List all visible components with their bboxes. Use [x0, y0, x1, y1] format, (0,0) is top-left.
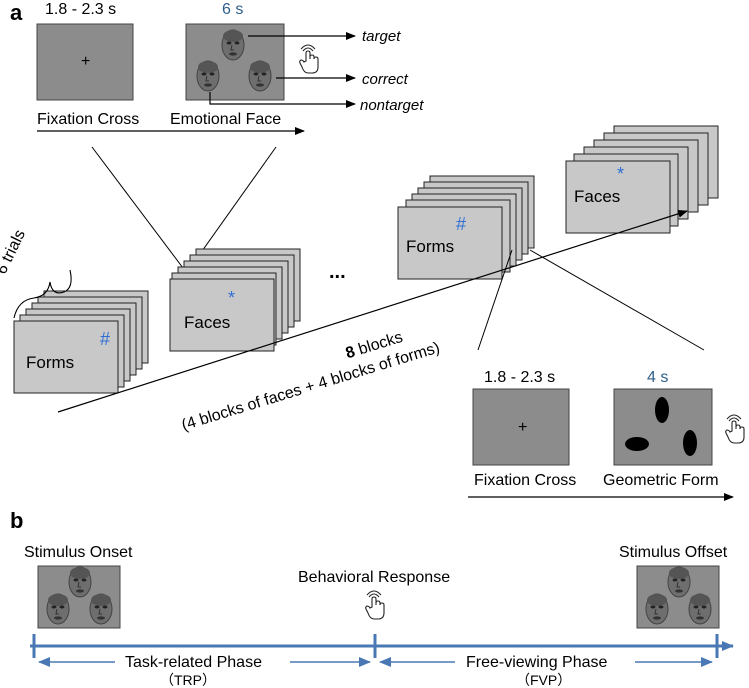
faces-block-stack-1 — [169, 248, 301, 352]
outcome-target: target — [362, 28, 401, 45]
forms-block-stack-2 — [397, 175, 535, 280]
fixation-screen-bottom — [472, 388, 570, 466]
ellipsis: ... — [329, 261, 346, 283]
bottom-fixation-caption: Fixation Cross — [474, 472, 577, 489]
bottom-fixation-cross: + — [518, 419, 528, 436]
arrow-nontarget — [209, 92, 356, 108]
offset-face-2 — [645, 593, 669, 625]
block-card-symbol: * — [617, 164, 625, 184]
onset-face-3 — [89, 593, 113, 625]
outcome-nontarget: nontarget — [360, 97, 424, 114]
zoom-line-bottom-left — [477, 249, 513, 351]
panel-a-letter: a — [10, 0, 23, 25]
onset-face-1 — [68, 566, 92, 598]
zoom-line-right — [189, 146, 277, 269]
top-fixation-caption: Fixation Cross — [37, 111, 140, 128]
block-card-symbol: # — [100, 329, 111, 349]
emotional-face-caption: Emotional Face — [170, 111, 282, 128]
onset-face-2 — [46, 593, 70, 625]
geometric-form-shape-3 — [683, 430, 697, 456]
zoom-line-left — [91, 146, 184, 269]
geometric-form-caption: Geometric Form — [603, 472, 719, 489]
behavioral-response-hand-icon — [365, 590, 385, 620]
forms-block-stack-1 — [13, 290, 149, 394]
geometric-form-shape-2 — [625, 437, 649, 451]
block-card-label: Forms — [26, 353, 75, 372]
stimulus-onset-label: Stimulus Onset — [24, 544, 133, 561]
behavioral-response-label: Behavioral Response — [298, 569, 451, 586]
face-duration: 6 s — [222, 1, 244, 18]
zoom-line-bottom-right — [529, 249, 705, 351]
face-image-target — [221, 29, 245, 61]
fvp-label: Free-viewing Phase — [466, 654, 608, 671]
panel-b-letter: b — [10, 508, 24, 533]
hand-tap-icon-form — [725, 414, 745, 444]
trp-label: Task-related Phase — [125, 654, 262, 671]
bottom-fixation-time: 1.8 - 2.3 s — [484, 369, 556, 386]
hand-tap-icon — [299, 44, 319, 74]
top-fixation-time: 1.8 - 2.3 s — [45, 1, 117, 18]
fvp-abbr: （FVP） — [516, 672, 572, 688]
top-fixation-cross: + — [81, 53, 91, 70]
trials-brace — [13, 269, 72, 319]
offset-face-1 — [667, 566, 691, 598]
faces-block-stack-2 — [565, 125, 719, 234]
face-image-nontarget — [248, 60, 272, 92]
trp-abbr: （TRP） — [160, 672, 216, 688]
blocks-timeline-arrow — [57, 209, 688, 413]
block-card-symbol: * — [228, 288, 236, 308]
outcome-correct: correct — [362, 71, 408, 88]
geometric-form-shape-1 — [655, 397, 669, 423]
block-card-label: Faces — [184, 313, 231, 332]
form-duration: 4 s — [647, 369, 669, 386]
offset-face-3 — [688, 593, 712, 625]
block-card-label: Forms — [406, 237, 455, 256]
block-card-label: Faces — [574, 187, 621, 206]
fixation-screen-top — [36, 23, 134, 101]
block-card-symbol: # — [456, 214, 467, 234]
stimulus-offset-label: Stimulus Offset — [619, 544, 728, 561]
face-image-correct — [196, 60, 220, 92]
